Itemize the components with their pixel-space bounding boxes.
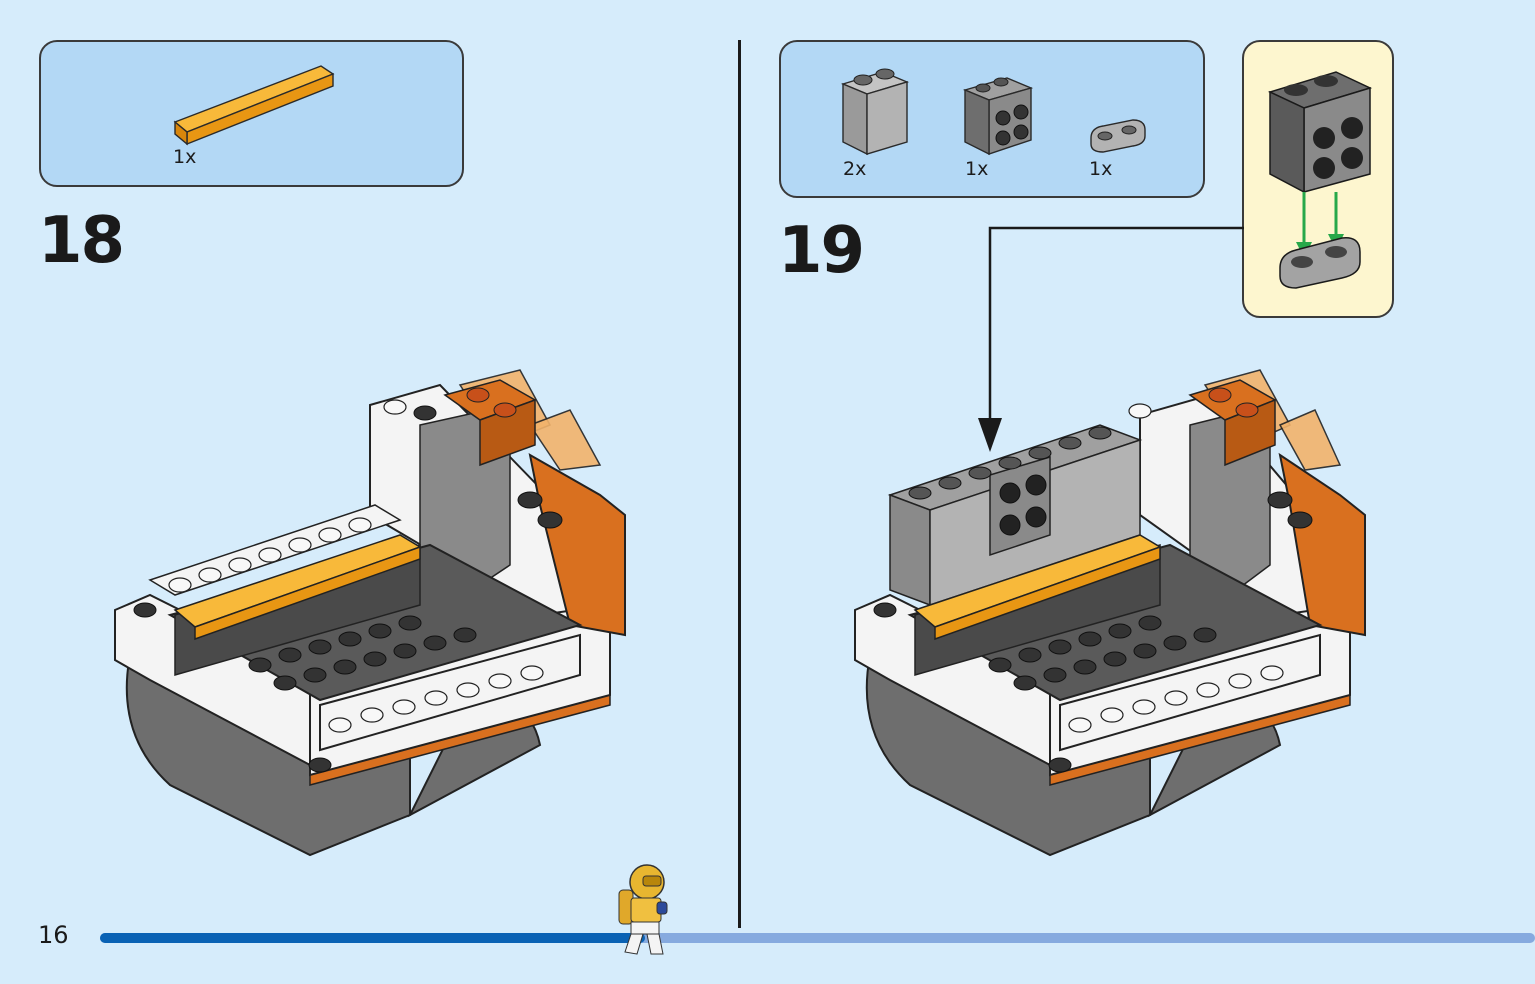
part-qty: 1x [965,158,989,180]
step-number-18: 18 [38,204,125,278]
step-19-assembly-model [854,369,1366,857]
orange-tile-1x8-icon [173,65,335,146]
step-19-parts-box: 2x 1x 1x [779,40,1205,198]
gray-plate-1x2-rounded-icon [1279,237,1361,289]
gray-brick-2x2-side-studs-icon [962,77,1034,156]
sub-assembly-callout [1242,40,1394,318]
part-qty: 2x [843,158,867,180]
step-18-parts-box: 1x [39,40,464,187]
part-qty: 1x [1089,158,1113,180]
gray-plate-1x2-rounded-icon [1090,119,1146,153]
page-number: 16 [38,921,69,949]
step-number-19: 19 [778,214,865,288]
brick-2x2-side-studs-icon [1267,71,1373,194]
progress-bar-fill [100,933,645,943]
part-qty: 1x [173,146,197,168]
gray-brick-1x2x2-icon [840,68,910,156]
astronaut-minifigure-icon [618,864,668,955]
progress-bar-track [100,933,1535,943]
step-18-assembly-model [114,369,626,857]
page-divider [738,40,741,928]
placement-arrow-icon [978,226,1244,452]
